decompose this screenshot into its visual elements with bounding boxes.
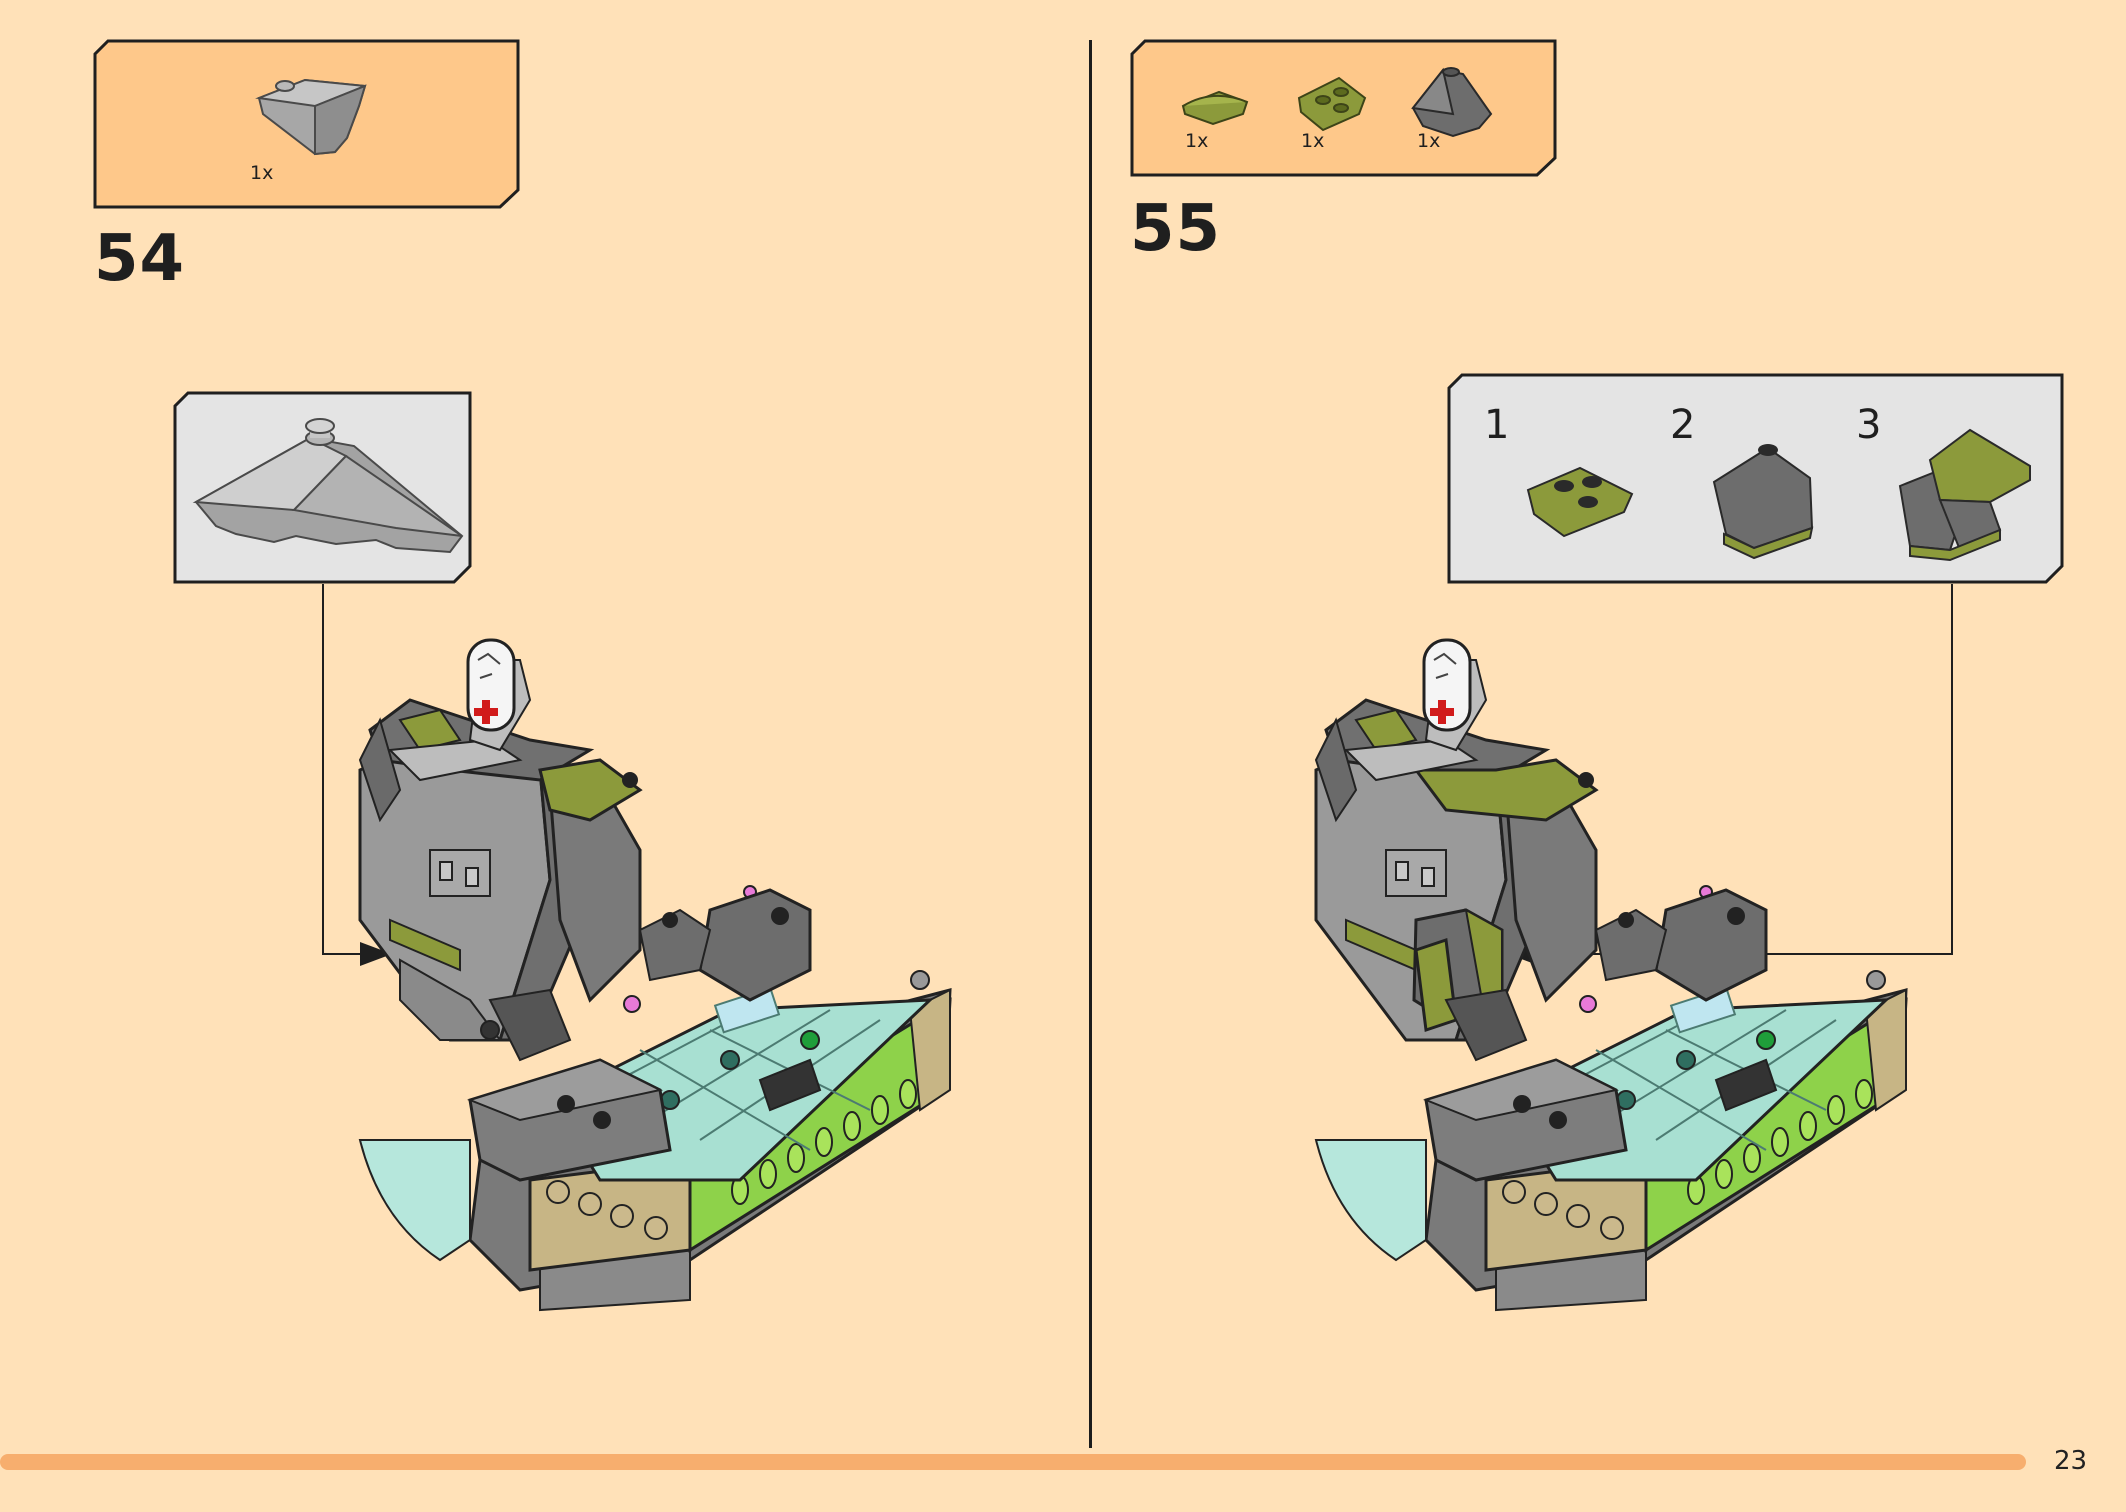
parts-box-frame — [1130, 39, 1557, 177]
page-divider — [1089, 40, 1092, 1448]
step-number: 55 — [1130, 192, 1222, 266]
sub-step-2-drawing — [1712, 444, 1814, 560]
parts-list-step-55: 1x 1x 1x — [1130, 39, 1557, 177]
parts-list-step-54: 1x — [93, 39, 520, 209]
step-number: 54 — [94, 222, 186, 296]
part-quantity: 1x — [1185, 130, 1209, 152]
part-quantity: 1x — [1301, 130, 1325, 152]
sub-step-number: 2 — [1670, 402, 1696, 448]
dark-grey-slope-corner-part — [1411, 67, 1493, 138]
page-number: 23 — [2054, 1446, 2088, 1476]
model-assembly-step-55 — [1296, 620, 1916, 1312]
part-quantity: 1x — [1417, 130, 1441, 152]
callout-frame — [1447, 373, 2064, 584]
footer-bar — [0, 1454, 2026, 1470]
grey-slope-corner-part — [255, 78, 367, 156]
callout-sub-steps-55: 1 2 3 — [1447, 373, 2064, 584]
parts-box-frame — [93, 39, 520, 209]
sub-step-3-drawing — [1898, 428, 2031, 562]
sub-step-number: 3 — [1856, 402, 1882, 448]
sub-step-number: 1 — [1484, 402, 1510, 448]
olive-curved-slope-part — [1181, 90, 1249, 126]
sub-step-1-drawing — [1526, 466, 1634, 538]
callout-frame — [173, 391, 472, 584]
grey-slope-corner-detail — [192, 418, 464, 554]
model-drawing — [1314, 638, 1908, 1312]
olive-wedge-plate-part — [1297, 76, 1367, 132]
model-assembly-step-54 — [340, 620, 960, 1312]
model-drawing — [358, 638, 952, 1312]
part-quantity: 1x — [250, 162, 274, 184]
callout-step-54 — [173, 391, 472, 584]
